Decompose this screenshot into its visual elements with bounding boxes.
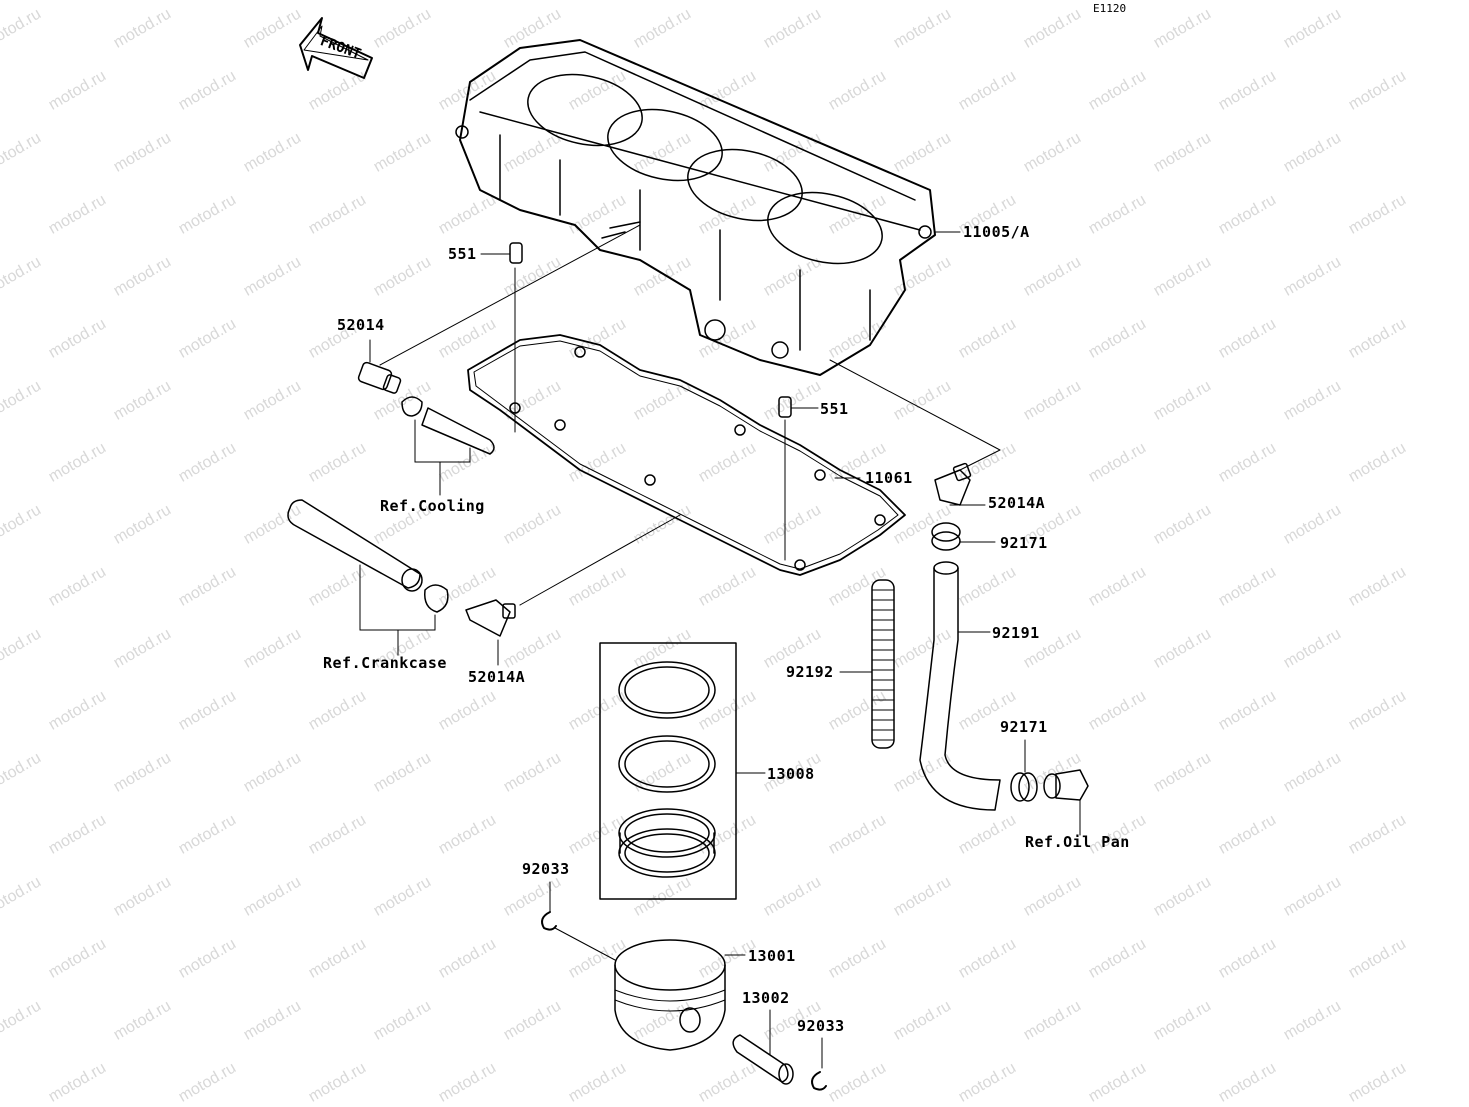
label-ring-set: 13008 — [767, 765, 815, 783]
label-cylinder: 11005/A — [963, 223, 1030, 241]
label-circlip-left: 92033 — [522, 860, 570, 878]
label-gasket: 11061 — [865, 469, 913, 487]
label-dowel-lower: 551 — [820, 400, 849, 418]
circlip-right — [811, 1037, 827, 1091]
circlip-left — [541, 881, 616, 961]
elbow-fitting-right — [934, 462, 986, 506]
label-hose-corrugated: 92192 — [786, 663, 834, 681]
label-dowel-upper: 551 — [448, 245, 477, 263]
dowel-pin-lower — [778, 396, 819, 418]
label-elbow-right: 52014A — [988, 494, 1046, 512]
dowel-pin-upper — [480, 242, 523, 264]
corrugated-hose — [839, 579, 895, 749]
piston — [614, 939, 746, 1051]
label-elbow-left: 52014A — [468, 668, 526, 686]
label-clamp-upper: 92171 — [1000, 534, 1048, 552]
label-piston: 13001 — [748, 947, 796, 965]
front-arrow-icon — [299, 17, 373, 79]
label-clamp-lower: 92171 — [1000, 718, 1048, 736]
label-fitting-left: 52014 — [337, 316, 385, 334]
label-hose-bent: 92191 — [992, 624, 1040, 642]
leader-lines — [379, 224, 1001, 606]
bent-hose — [919, 561, 1001, 811]
hose-clamp-upper — [931, 522, 996, 551]
cylinder-gasket — [467, 334, 906, 576]
piston-ring-set — [599, 642, 766, 900]
diagram-code: E1120 — [1093, 2, 1127, 15]
hose-clamp-lower — [1010, 739, 1038, 802]
label-ref-cooling: Ref.Cooling — [380, 497, 485, 515]
label-piston-pin: 13002 — [742, 989, 790, 1007]
piston-pin — [732, 1009, 794, 1085]
hose-fitting-left — [357, 339, 495, 496]
label-circlip-right: 92033 — [797, 1017, 845, 1035]
label-ref-oil-pan: Ref.Oil Pan — [1025, 833, 1130, 851]
cylinder-block — [455, 39, 936, 376]
crankcase-hose-left — [287, 499, 516, 666]
oil-pan-fitting — [1043, 769, 1089, 836]
front-label: FRONT — [318, 33, 363, 62]
label-ref-crankcase: Ref.Crankcase — [323, 654, 447, 672]
